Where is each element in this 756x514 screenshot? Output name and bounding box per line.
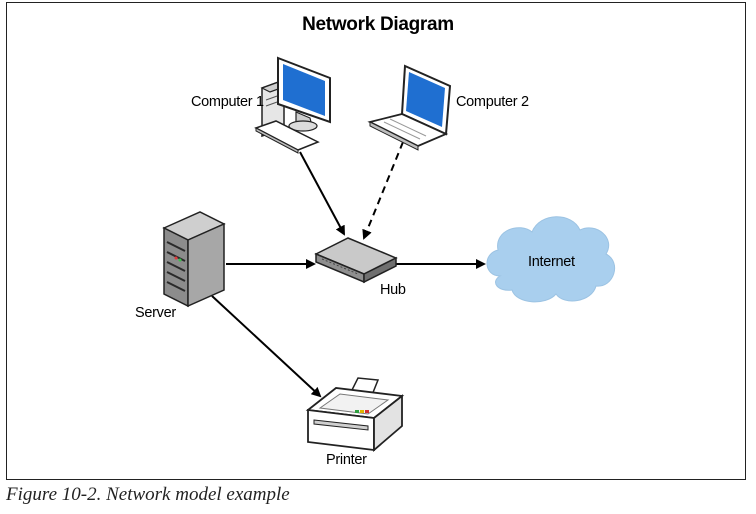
edge-computer1-hub bbox=[299, 151, 345, 236]
edge-computer2-hub bbox=[362, 141, 404, 240]
figure-caption: Figure 10-2. Network model example bbox=[6, 484, 290, 505]
internet-label: Internet bbox=[528, 254, 575, 270]
printer-label: Printer bbox=[326, 452, 367, 468]
internet-cloud-icon bbox=[486, 216, 616, 303]
edge-server-printer bbox=[211, 295, 322, 398]
printer-icon bbox=[305, 377, 405, 452]
server-label: Server bbox=[135, 305, 176, 321]
hub-icon bbox=[314, 237, 398, 284]
server-icon bbox=[162, 211, 226, 308]
diagram-title: Network Diagram bbox=[302, 14, 454, 35]
computer2-label: Computer 2 bbox=[456, 94, 529, 110]
desktop-computer-icon bbox=[254, 56, 331, 154]
hub-label: Hub bbox=[380, 282, 406, 298]
laptop-computer-icon bbox=[367, 64, 452, 151]
computer1-label: Computer 1 bbox=[191, 94, 264, 110]
